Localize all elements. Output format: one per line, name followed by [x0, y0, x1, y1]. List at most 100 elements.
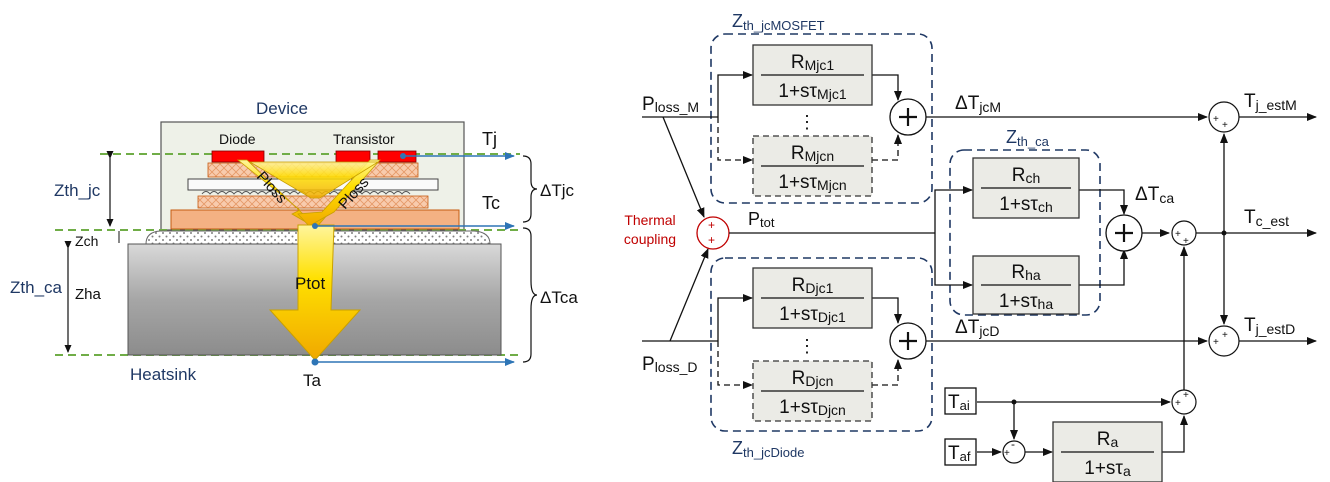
mosfet-split-top: [717, 71, 753, 117]
ca-group-label: Zth_ca: [1006, 127, 1050, 149]
sign-amb-a: +: [1175, 398, 1181, 409]
tc-est-label: Tc_est: [1244, 207, 1289, 229]
tf-denominator: 1+sτa: [1084, 458, 1131, 479]
diode-continuation-dots: ⋮: [798, 336, 816, 356]
dtjc-brace: [522, 155, 538, 223]
sign-case-a: +: [1175, 229, 1181, 240]
tf-block-djcn: RDjcn 1+sτDjcn: [752, 360, 873, 422]
tf-numerator: RMjc1: [791, 52, 835, 73]
ta-label: Ta: [303, 371, 322, 390]
ploss-d-to-coupling: [669, 248, 709, 342]
tai-label: Tai: [948, 392, 970, 413]
diode-split-bottom: [717, 341, 753, 389]
heatsink-label: Heatsink: [130, 365, 197, 384]
ra-out: [1162, 415, 1188, 453]
tf-denominator: 1+sτMjc1: [778, 81, 846, 102]
diode-group-label: Zth_jcDiode: [732, 438, 804, 460]
zha-label: Zha: [75, 286, 102, 303]
tf-numerator: Rha: [1011, 262, 1041, 283]
tf-numerator: RDjc1: [792, 275, 834, 296]
tj-estd-label: Tj_estD: [1244, 315, 1295, 337]
taf-box: [944, 438, 977, 466]
diode-out-top: [872, 297, 902, 324]
thermal-coupling-label-2: coupling: [624, 231, 676, 247]
tai-junction-dot: [1011, 399, 1017, 405]
coupling-plus-bottom: +: [708, 233, 715, 247]
sum-mosfet: [889, 98, 927, 136]
transfer-function-blocks: RMjc11+sτMjc1RMjcn1+sτMjcnRDjc11+sτDjc1R…: [752, 44, 1163, 482]
ptot-label: Ptot: [295, 274, 326, 293]
ploss-m-label: Ploss_M: [642, 94, 699, 115]
tf-block-mjcn: RMjcn 1+sτMjcn: [752, 135, 873, 197]
ca-split-top: [934, 186, 973, 233]
mosfet-out-top: [872, 74, 902, 101]
tf-block-mjc1: RMjc1 1+sτMjc1: [752, 44, 873, 106]
dtjcm-label: ΔTjcM: [955, 93, 1001, 115]
diode-group-box: [710, 257, 933, 432]
zthca-label: Zth_ca: [10, 278, 63, 297]
sign-amb-b: +: [1183, 390, 1189, 401]
tf-block-a: Ra 1+sτa: [1052, 421, 1163, 482]
tf-numerator: RMjcn: [791, 143, 834, 164]
sign-taf-minus: -: [1011, 437, 1015, 451]
tf-denominator: 1+sτha: [999, 291, 1053, 312]
tf-block-ch: Rch 1+sτch: [972, 157, 1080, 219]
device-label: Device: [256, 99, 308, 118]
sign-estd-a: +: [1213, 337, 1219, 348]
mosfet-out-bottom: [872, 134, 902, 161]
tf-numerator: RDjcn: [792, 368, 834, 389]
tf-denominator: 1+sτDjc1: [779, 304, 846, 325]
dtjcd-label: ΔTjcD: [955, 317, 1000, 339]
dtca-signal-label: ΔTca: [1135, 184, 1174, 206]
diode-out-bottom: [872, 359, 902, 386]
tf-numerator: Ra: [1097, 429, 1119, 450]
tj-label: Tj: [482, 129, 497, 149]
mosfet-group-label: Zth_jcMOSFET: [732, 11, 825, 33]
sign-taf-plus: +: [1004, 448, 1010, 459]
diode-label: Diode: [219, 131, 256, 147]
tf-block-ha: Rha 1+sτha: [972, 255, 1080, 315]
sign-estm-a: +: [1213, 114, 1219, 125]
diode-split-top: [717, 294, 753, 341]
mosfet-group-box: [710, 33, 933, 204]
tf-numerator: Rch: [1012, 165, 1041, 186]
dtca-brace: [522, 227, 538, 363]
ptot-signal-label: Ptot: [748, 209, 775, 230]
ploss-d-label: Ploss_D: [642, 354, 697, 375]
transistor-label: Transistor: [333, 131, 395, 147]
thermal-coupling-label-1: Thermal: [624, 212, 675, 228]
sign-estm-b: +: [1222, 120, 1228, 131]
tf-denominator: 1+sτDjcn: [779, 397, 846, 418]
tai-box: [944, 387, 977, 415]
tf-denominator: 1+sτch: [999, 194, 1052, 215]
ha-out: [1079, 249, 1128, 286]
ploss-arrows: [236, 159, 381, 361]
sum-ca: [1105, 214, 1143, 252]
sign-case-b: +: [1183, 236, 1189, 247]
sign-estd-b: +: [1222, 330, 1228, 341]
mosfet-split-bottom: [717, 117, 753, 164]
tc-label: Tc: [482, 193, 500, 213]
zthjc-label: Zth_jc: [54, 181, 101, 200]
transistor-chip-1: [335, 150, 371, 163]
sum-diode: [889, 322, 927, 360]
tj-point: [400, 153, 406, 159]
dtjc-label: ΔTjc: [540, 181, 575, 200]
ca-group-box: [949, 149, 1101, 316]
physical-stack-diagram: Device Heatsink Diode Transistor Ploss: [10, 99, 578, 390]
tj-estm-label: Tj_estM: [1244, 91, 1297, 113]
mosfet-continuation-dots: ⋮: [798, 112, 816, 132]
ca-split-bottom: [934, 233, 973, 289]
tf-block-djc1: RDjc1 1+sτDjc1: [752, 267, 873, 329]
block-diagram: Zth_jcMOSFET Zth_jcDiode Zth_ca Ploss_M …: [624, 11, 1317, 466]
taf-label: Taf: [948, 443, 971, 464]
dtca-label: ΔTca: [540, 288, 578, 307]
ta-point: [311, 358, 319, 366]
tc-junction-dot: [1221, 230, 1227, 236]
coupling-plus-top: +: [708, 218, 715, 232]
diode-chip: [211, 150, 265, 163]
tf-denominator: 1+sτMjcn: [778, 172, 846, 193]
tc-point: [312, 223, 318, 229]
ch-out: [1079, 189, 1128, 215]
